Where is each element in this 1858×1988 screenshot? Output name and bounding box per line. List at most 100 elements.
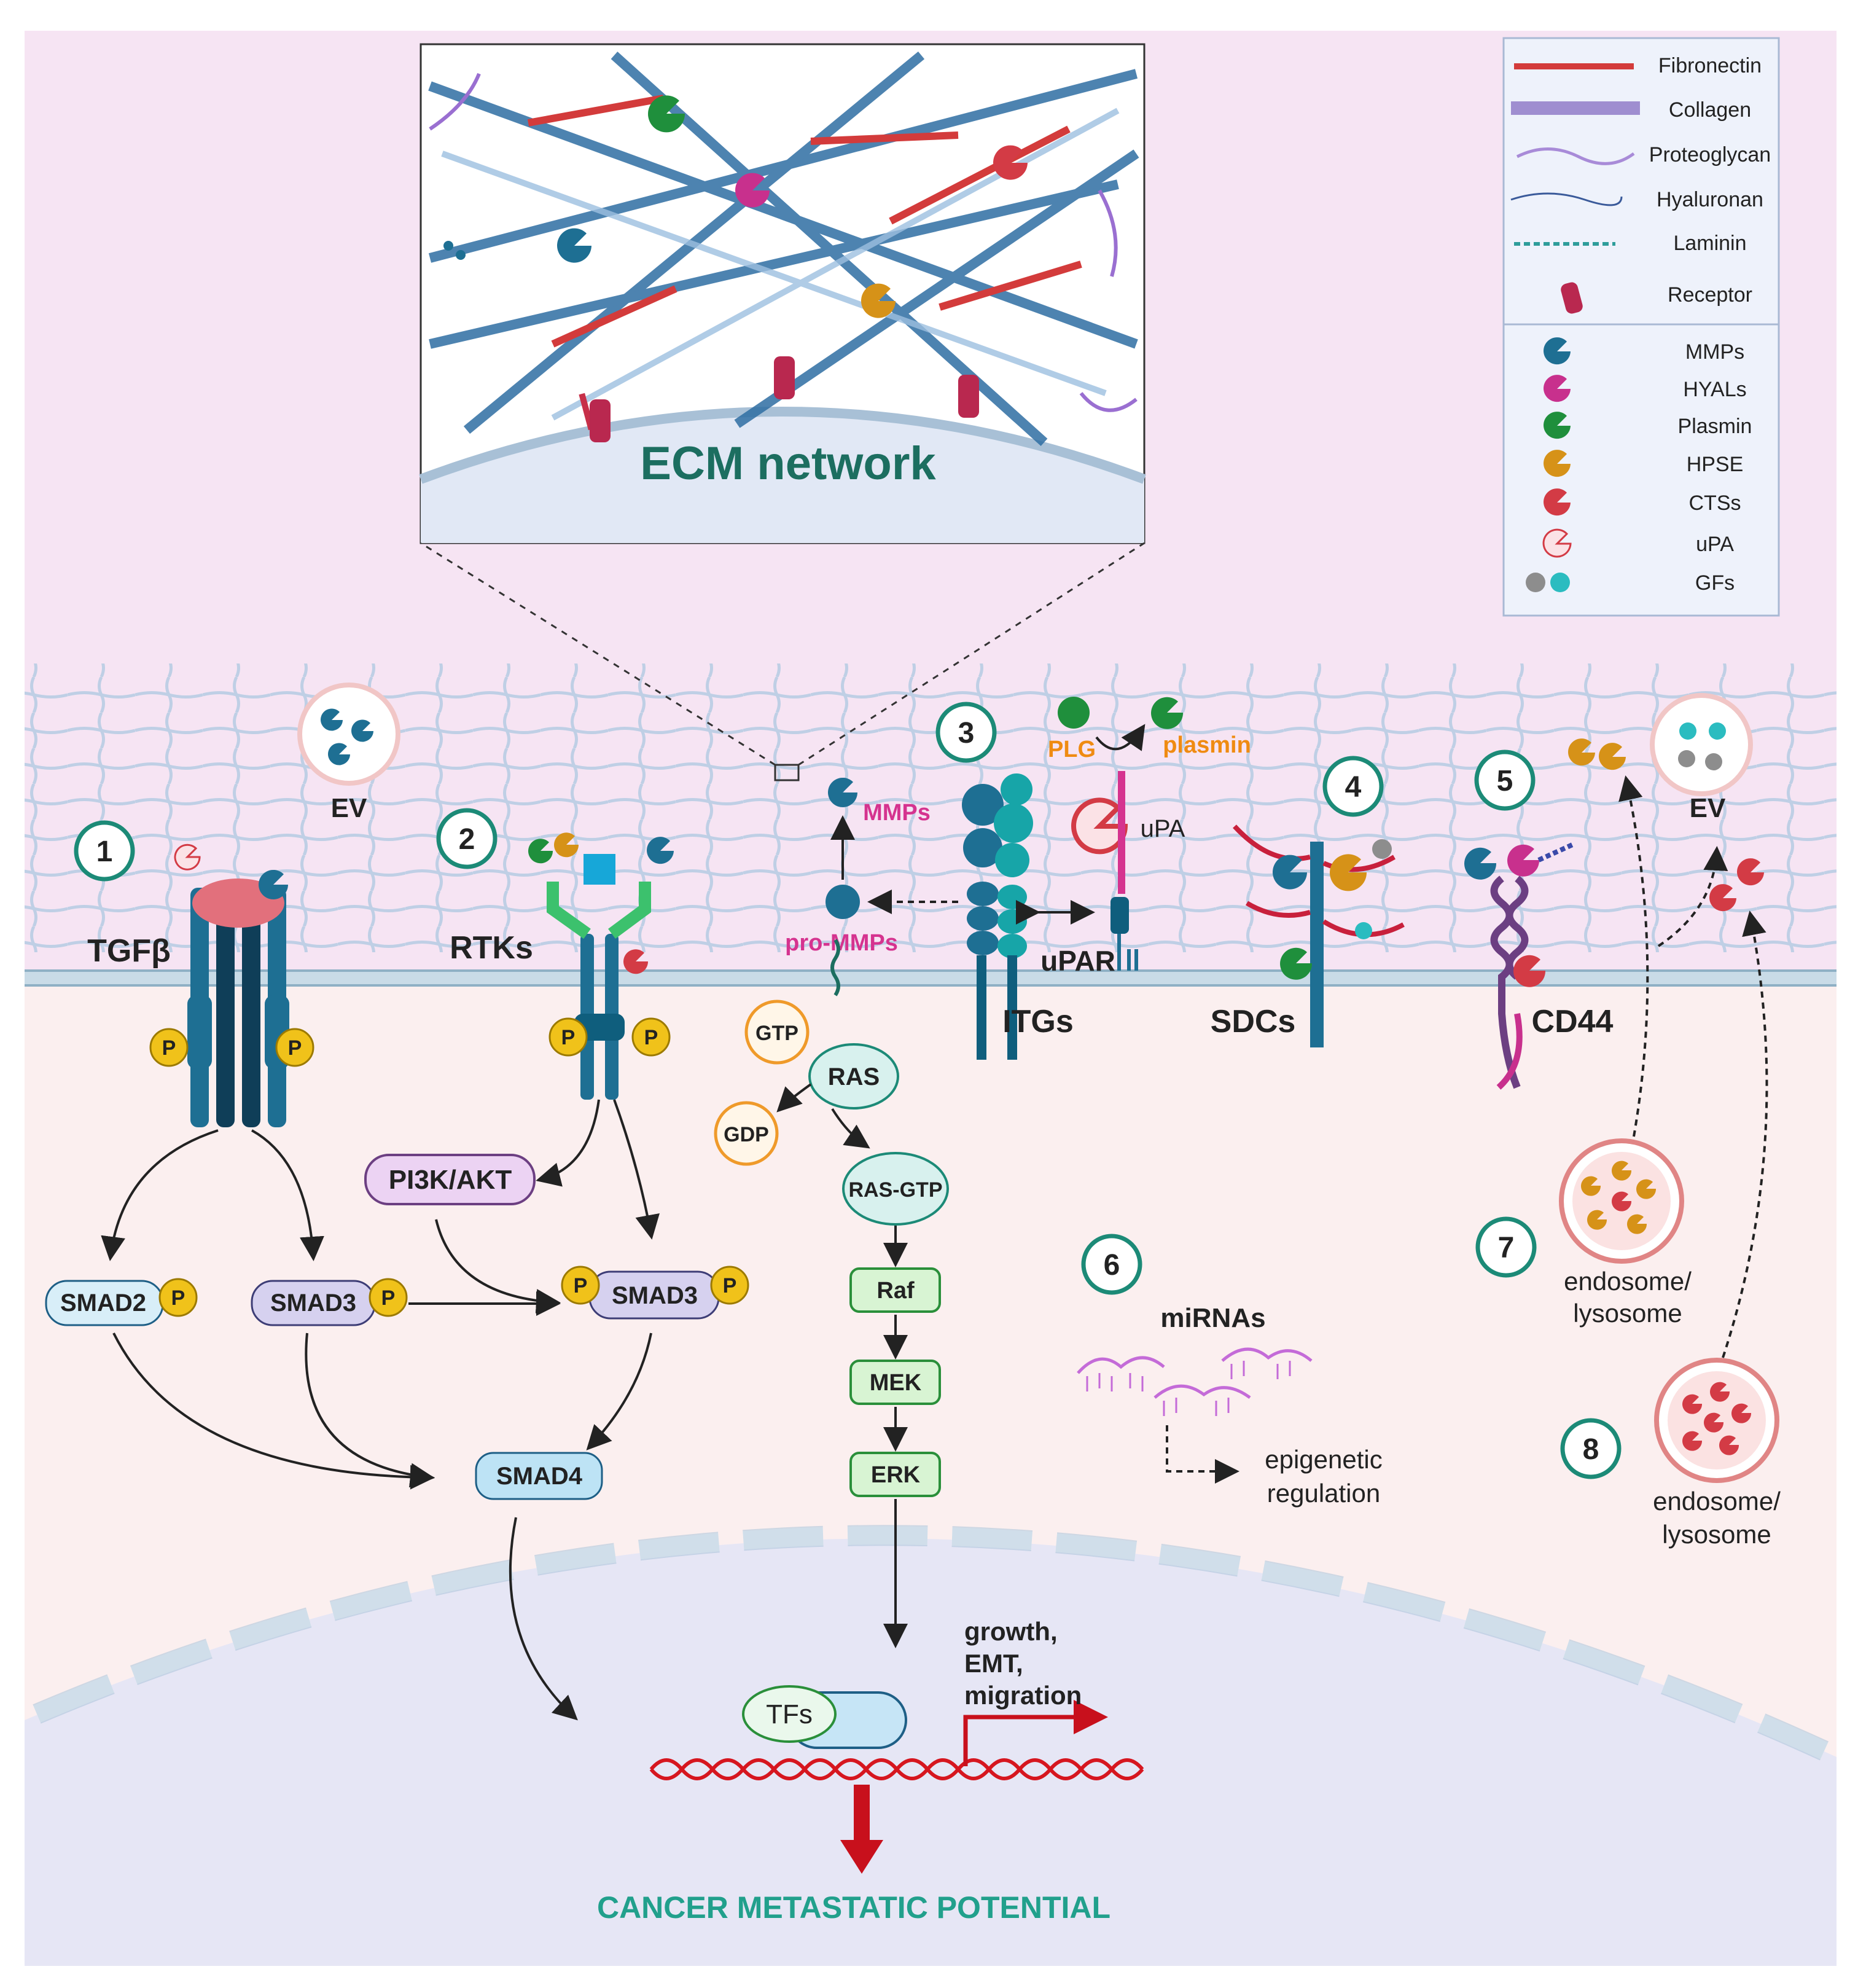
nuclear-envelope-edge xyxy=(33,1525,1829,1761)
arrow-rtk-smad3 xyxy=(613,1099,660,1240)
legend-gfs: GFs xyxy=(1695,571,1735,595)
ev-label-left: EV xyxy=(331,793,367,823)
step-4-number: 4 xyxy=(1345,771,1362,804)
legend-fibronectin: Fibronectin xyxy=(1658,54,1762,77)
pro-mmps-label: pro-MMPs xyxy=(785,930,898,956)
mmps-label: MMPs xyxy=(863,800,931,826)
mirna-strands xyxy=(1077,1347,1313,1416)
svg-text:P: P xyxy=(171,1286,185,1310)
smad4-node: SMAD4 xyxy=(475,1452,603,1500)
receptor-legend-icon xyxy=(1561,282,1583,314)
step-1-circle xyxy=(74,820,135,882)
ev-label-right: EV xyxy=(1690,793,1726,823)
phospho-tgfb-right xyxy=(275,1028,314,1067)
step-8-circle xyxy=(1560,1418,1622,1479)
svg-text:P: P xyxy=(381,1286,396,1310)
svg-text:TFs: TFs xyxy=(766,1699,813,1729)
upar-label: uPAR xyxy=(1040,945,1115,977)
cd44-label: CD44 xyxy=(1532,1004,1614,1039)
epigenetic-line1: epigenetic xyxy=(1265,1445,1382,1474)
secreted-hpse-1 xyxy=(1568,738,1595,766)
inset-mmp-icon xyxy=(557,228,591,263)
step-7-circle xyxy=(1475,1216,1537,1278)
plg-icon xyxy=(1058,697,1090,729)
sdcs-label: SDCs xyxy=(1211,1004,1296,1039)
step-6-number: 6 xyxy=(1104,1249,1120,1282)
endosome-8-line1: endosome/ xyxy=(1653,1487,1781,1516)
gtp-node: GTP xyxy=(744,1000,810,1065)
upa-label: uPA xyxy=(1141,815,1185,842)
collagen-legend-icon xyxy=(1511,101,1640,115)
smad3-right-node: SMAD3 P P xyxy=(561,1266,749,1320)
extracellular-vesicle-left xyxy=(297,683,400,786)
legend-ctss: CTSs xyxy=(1689,491,1741,515)
legend-collagen: Collagen xyxy=(1669,98,1751,122)
arrow-smad3right-smad4 xyxy=(586,1333,652,1450)
phospho-label: P xyxy=(644,1026,658,1049)
svg-text:PI3K/AKT: PI3K/AKT xyxy=(389,1165,512,1195)
step-3-circle xyxy=(935,702,997,763)
nucleus-background xyxy=(25,1538,1837,1966)
arrow-endosome8-secretion xyxy=(1722,910,1768,1358)
endosome-7-line1: endosome/ xyxy=(1564,1267,1692,1296)
output-emt: EMT, xyxy=(964,1649,1023,1678)
svg-text:SMAD3: SMAD3 xyxy=(612,1282,698,1309)
upar-receptor xyxy=(1071,771,1138,971)
plg-label: PLG xyxy=(1048,737,1096,762)
svg-text:P: P xyxy=(723,1274,737,1297)
arrow-mirna-epigenetic xyxy=(1166,1425,1239,1484)
legend-proteoglycan: Proteoglycan xyxy=(1649,143,1771,166)
hpse-legend-icon xyxy=(1544,450,1571,477)
proteoglycan-legend-icon xyxy=(1516,147,1635,165)
arrow-rtk-pi3k xyxy=(536,1099,600,1187)
legend-receptor: Receptor xyxy=(1668,283,1752,307)
syndecan-receptor xyxy=(1233,824,1405,1047)
integrin-receptor xyxy=(962,773,1033,1060)
step-5-circle xyxy=(1474,749,1536,811)
mirnas-label: miRNAs xyxy=(1160,1303,1265,1333)
inset-hpse-icon xyxy=(861,283,896,318)
mmp-active-icon xyxy=(828,777,857,807)
phospho-tgfb-left xyxy=(149,1028,189,1067)
arrow-pi3k-smad3 xyxy=(435,1219,561,1314)
raf-node: Raf xyxy=(849,1267,941,1313)
inset-hyal-icon xyxy=(735,173,770,208)
step-3-number: 3 xyxy=(958,717,975,749)
arrow-smad4-nucleus xyxy=(509,1517,578,1721)
plasmin-label: plasmin xyxy=(1163,732,1251,758)
step-5-number: 5 xyxy=(1497,765,1513,797)
rtks-label: RTKs xyxy=(450,930,533,966)
arrow-tgfb-smad3 xyxy=(251,1129,324,1261)
endosome-8-line2: lysosome xyxy=(1662,1520,1771,1549)
transcription-factors: TFs xyxy=(742,1685,907,1749)
secreted-hpse-2 xyxy=(1599,743,1626,770)
svg-text:Raf: Raf xyxy=(876,1278,915,1304)
legend-plasmin: Plasmin xyxy=(1678,415,1752,438)
legend-hyals: HYALs xyxy=(1683,378,1746,401)
legend-laminin: Laminin xyxy=(1673,232,1746,255)
secreted-cts-2 xyxy=(1709,884,1736,912)
endosome-lysosome-8 xyxy=(1654,1358,1779,1483)
mmp-legend-icon xyxy=(1544,337,1571,365)
pi3k-akt-node: PI3K/AKT xyxy=(364,1154,536,1205)
dna-helix xyxy=(649,1758,1144,1780)
plasmin-icon xyxy=(1151,697,1184,729)
pro-mmp-icon xyxy=(826,885,860,919)
arrow-cd44-ev xyxy=(1657,846,1728,947)
svg-text:SMAD3: SMAD3 xyxy=(270,1289,356,1317)
hyaluronan-legend-icon xyxy=(1510,192,1623,206)
svg-text:RAS-GTP: RAS-GTP xyxy=(849,1178,943,1202)
plasma-membrane xyxy=(25,969,1837,987)
svg-text:ERK: ERK xyxy=(871,1462,921,1488)
svg-text:GDP: GDP xyxy=(724,1123,769,1146)
result-arrow-head xyxy=(840,1840,883,1874)
epigenetic-line2: regulation xyxy=(1267,1479,1380,1508)
ecm-mesh xyxy=(25,663,1837,952)
upa-legend-icon xyxy=(1542,528,1572,558)
legend-mmps: MMPs xyxy=(1685,340,1744,364)
upa-icon-tgfb xyxy=(174,843,201,871)
plasmin-legend-icon xyxy=(1544,412,1571,439)
step-8-number: 8 xyxy=(1583,1433,1599,1466)
ras-gtp-node: RAS-GTP xyxy=(842,1152,949,1226)
phospho-label: P xyxy=(561,1026,576,1049)
